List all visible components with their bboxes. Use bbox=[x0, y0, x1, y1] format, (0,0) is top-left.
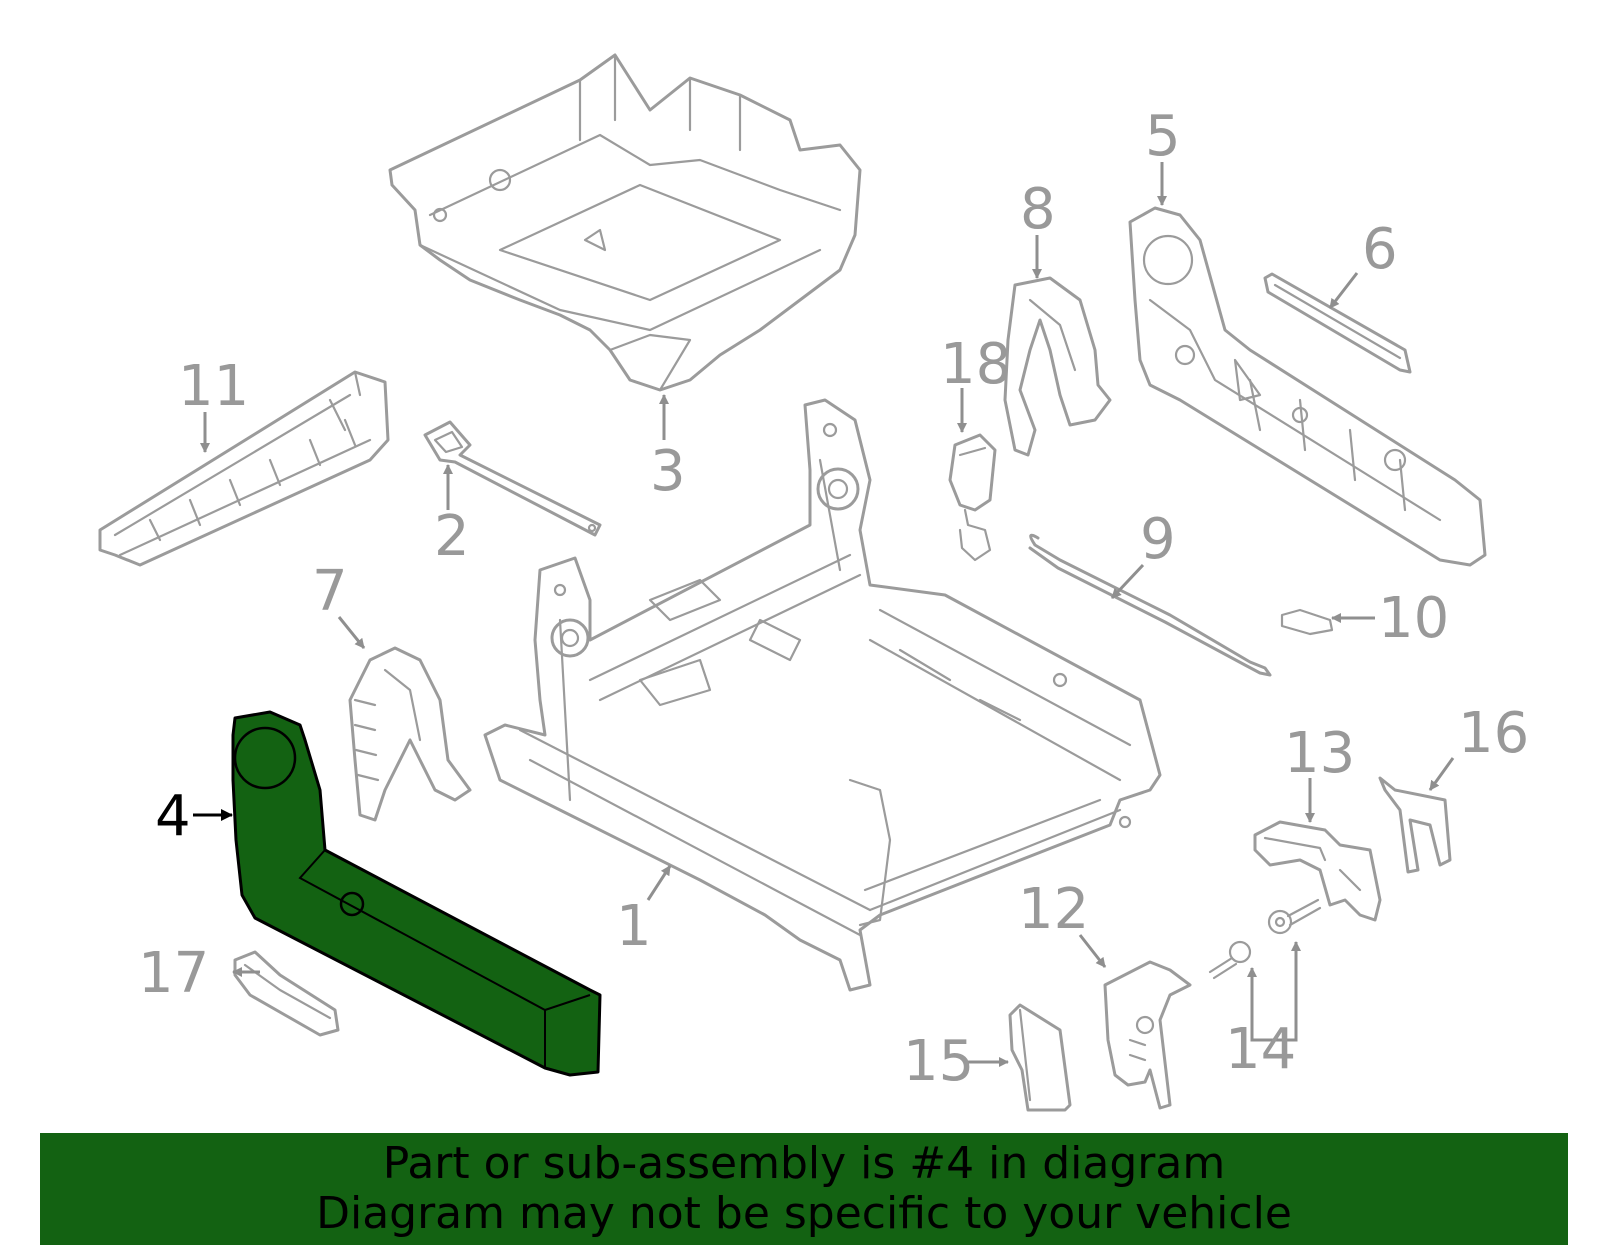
part-4-side-shield bbox=[231, 710, 602, 1077]
part-3-cushion-pan bbox=[388, 53, 862, 392]
part-2-strap bbox=[423, 420, 602, 537]
callout-7: 7 bbox=[312, 559, 348, 624]
callout-15: 15 bbox=[903, 1029, 974, 1094]
callout-10: 10 bbox=[1378, 586, 1449, 651]
banner-line-2: Diagram may not be specific to your vehi… bbox=[316, 1188, 1292, 1239]
part-18-buckle bbox=[948, 433, 997, 562]
callout-9: 9 bbox=[1140, 507, 1176, 572]
part-11-rail-trim bbox=[98, 370, 390, 567]
callout-18: 18 bbox=[940, 332, 1011, 397]
callout-17: 17 bbox=[138, 941, 209, 1006]
part-17-handle bbox=[233, 950, 340, 1037]
callout-3: 3 bbox=[650, 439, 686, 504]
part-4-hole bbox=[339, 891, 365, 917]
part-10-clip bbox=[1280, 608, 1334, 636]
part-9-cable bbox=[1028, 533, 1272, 677]
callout-1: 1 bbox=[616, 894, 652, 959]
part-6-trim-strip bbox=[1263, 272, 1412, 374]
part-4-pivot bbox=[233, 726, 297, 790]
callout-5: 5 bbox=[1145, 104, 1181, 169]
part-7-rear-cover bbox=[348, 646, 472, 822]
leader-lines bbox=[193, 162, 1455, 1067]
callout-6: 6 bbox=[1362, 217, 1398, 282]
part-4-fill bbox=[231, 710, 602, 1077]
callout-labels: 3 11 2 5 6 8 18 9 10 7 4 1 17 12 13 16 1… bbox=[138, 104, 1529, 1094]
callout-8: 8 bbox=[1020, 177, 1056, 242]
part-16-small-trim bbox=[1378, 776, 1452, 874]
banner-line-1: Part or sub-assembly is #4 in diagram bbox=[382, 1138, 1226, 1189]
part-8-cover bbox=[1003, 276, 1112, 457]
callout-16: 16 bbox=[1458, 701, 1529, 766]
callout-2: 2 bbox=[434, 504, 470, 569]
callout-12: 12 bbox=[1018, 877, 1089, 942]
callout-13: 13 bbox=[1284, 721, 1355, 786]
part-14-screws bbox=[1208, 898, 1322, 980]
info-banner: Part or sub-assembly is #4 in diagram Di… bbox=[40, 1133, 1568, 1245]
part-15-panel bbox=[1008, 1003, 1072, 1112]
part-13-bracket bbox=[1253, 820, 1382, 922]
part-1-seat-frame bbox=[483, 398, 1162, 992]
part-12-bracket bbox=[1103, 960, 1192, 1110]
callout-14: 14 bbox=[1225, 1017, 1296, 1082]
callout-11: 11 bbox=[178, 354, 249, 419]
part-5-outer-shield bbox=[1128, 206, 1487, 567]
callout-4: 4 bbox=[155, 784, 191, 849]
